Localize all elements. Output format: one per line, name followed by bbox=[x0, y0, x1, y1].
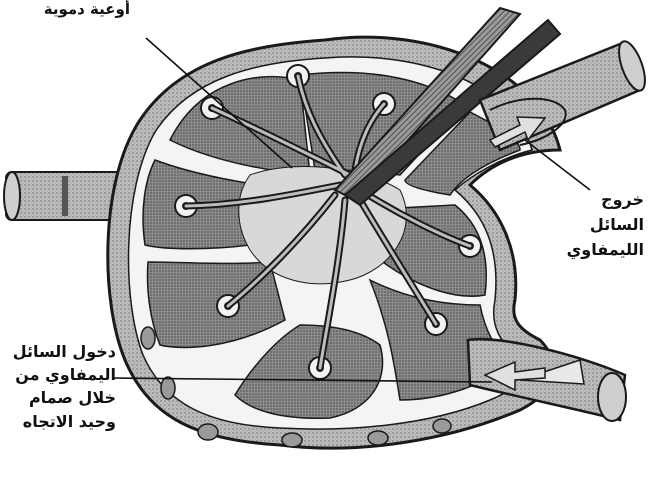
label-lymph-exit-line-2: السائل bbox=[548, 213, 644, 238]
label-blood-vessels: أوعية دموية bbox=[0, 0, 130, 19]
label-lymph-exit-line-1: خروج bbox=[548, 188, 644, 213]
label-blood-vessels-text: أوعية دموية bbox=[0, 0, 130, 19]
label-lymph-exit: خروج السائل الليمفاوي bbox=[548, 188, 644, 262]
label-lymph-entry-line-1: دخول السائل bbox=[0, 340, 116, 363]
label-lymph-entry-line-4: وحيد الاتجاه bbox=[0, 410, 116, 433]
left-lymph-vessel bbox=[4, 172, 124, 220]
efferent-lymph-vessel bbox=[480, 38, 650, 150]
label-lymph-entry-line-2: اليمفاوي من bbox=[0, 363, 116, 386]
label-lymph-entry: دخول السائل اليمفاوي من خلال صمام وحيد ا… bbox=[0, 340, 116, 433]
label-lymph-exit-line-3: الليمفاوي bbox=[548, 238, 644, 263]
label-lymph-entry-line-3: خلال صمام bbox=[0, 386, 116, 409]
